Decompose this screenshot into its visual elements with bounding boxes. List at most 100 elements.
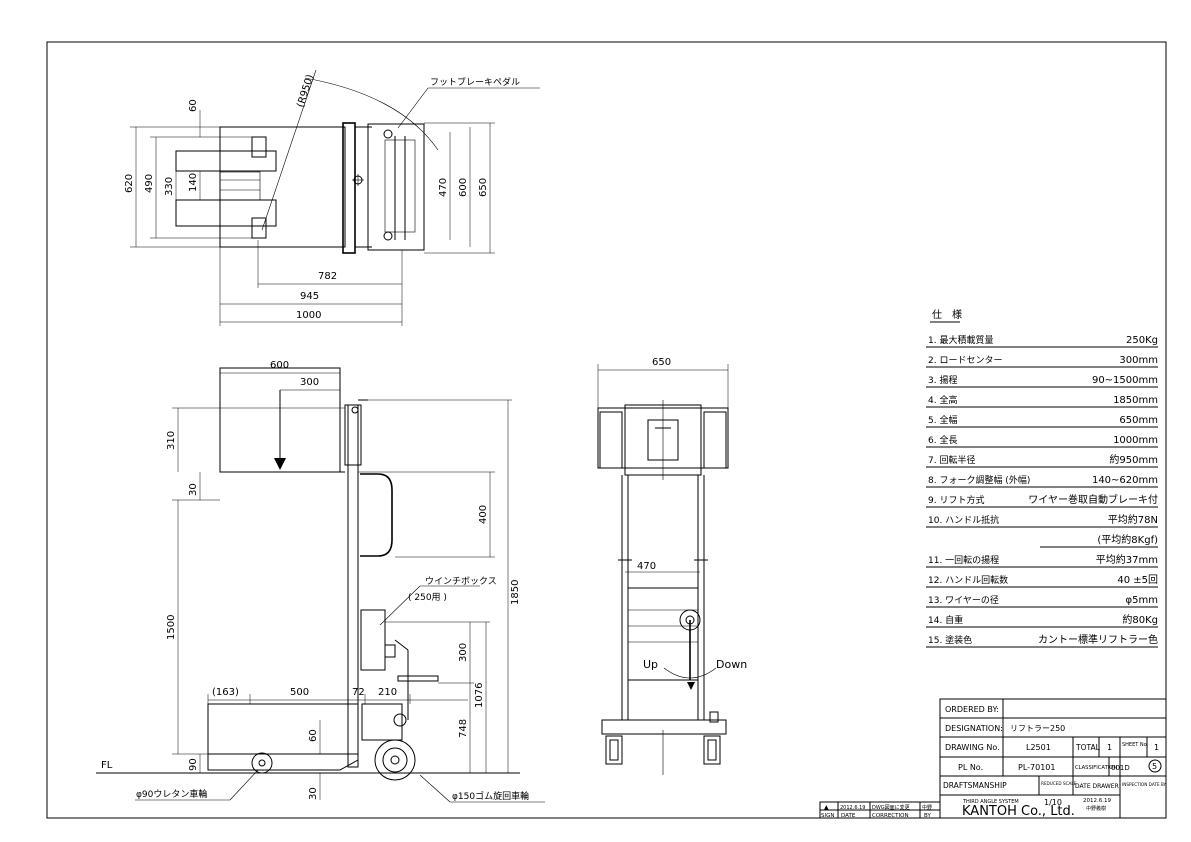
side-dim-748: 748 xyxy=(458,719,469,738)
top-dim-490: 490 xyxy=(144,174,155,193)
top-pedal-callout: フットブレーキペダル xyxy=(430,76,520,88)
tb-designation-value: リフトラー250 xyxy=(1010,724,1065,733)
top-dim-782: 782 xyxy=(318,271,337,282)
side-winch-sub: ( 250用 ) xyxy=(408,592,447,603)
spec-row-value: カントー標準リフトラー色 xyxy=(1038,633,1158,646)
rev-head-sign: SIGN xyxy=(821,813,835,819)
tb-reduced-scale-label: REDUCED SCALE xyxy=(1041,781,1077,786)
front-down-label: Down xyxy=(716,658,747,671)
rev-by: 中野 xyxy=(922,804,932,811)
tb-classification-mark: 5 xyxy=(1152,762,1157,771)
top-turn-radius-arc xyxy=(304,77,439,151)
spec-row-value: (平均約8Kgf) xyxy=(1097,533,1158,546)
top-wheel-left-b xyxy=(251,217,267,239)
tb-designation-label: DESIGNATION: xyxy=(945,724,1003,733)
side-handle xyxy=(360,473,393,557)
top-dim-620: 620 xyxy=(124,174,135,193)
tb-drawing-no-label: DRAWING No. xyxy=(945,743,1000,752)
spec-row-value: 1850mm xyxy=(1113,395,1158,406)
top-dim-140: 140 xyxy=(188,173,199,192)
tb-scale-value: 1/10 xyxy=(1044,798,1062,807)
tb-pl-no-value: PL-70101 xyxy=(1018,763,1055,772)
spec-row-value: 約950mm xyxy=(1109,453,1158,466)
side-rear-wheel-label: φ150ゴム旋回車輪 xyxy=(452,790,529,802)
side-dim-60: 60 xyxy=(308,729,319,742)
spec-row-label: 2. ロードセンター xyxy=(928,355,1002,366)
front-dim-470: 470 xyxy=(637,561,656,572)
side-dim-300b: 300 xyxy=(458,643,469,662)
spec-row-label: 7. 回転半径 xyxy=(928,454,975,466)
front-wheel-right xyxy=(703,735,721,765)
front-wheel-left xyxy=(605,735,623,765)
top-dim-60: 60 xyxy=(188,99,199,112)
tb-date-value: 2012.6.19 xyxy=(1083,798,1111,804)
side-dim-30: 30 xyxy=(188,483,199,496)
spec-row-label: 13. ワイヤーの径 xyxy=(928,594,999,606)
top-dim-330: 330 xyxy=(164,177,175,196)
side-dim-90: 90 xyxy=(188,758,199,771)
spec-row-label: 6. 全長 xyxy=(928,434,957,446)
spec-row-label: 9. リフト方式 xyxy=(928,494,984,506)
side-fl-label: FL xyxy=(101,760,113,771)
title-block: ORDERED BY: DESIGNATION: リフトラー250 DRAWIN… xyxy=(939,698,1167,819)
top-mast-plate xyxy=(342,122,356,254)
side-rear-wheel xyxy=(374,739,416,781)
tb-draftsmanship-label: DRAFTSMANSHIP xyxy=(943,781,1007,790)
side-winch-label: ウインチボックス xyxy=(425,576,497,587)
spec-row-value: φ5mm xyxy=(1126,595,1158,606)
top-dim-600: 600 xyxy=(458,178,469,197)
side-view: ウインチボックス ( 250用 ) FL 600 300 310 30 1500… xyxy=(96,360,545,803)
spec-row-label: 8. フォーク調整幅 (外幅) xyxy=(928,474,1030,486)
front-base xyxy=(601,719,727,735)
tb-ordered-by: ORDERED BY: xyxy=(945,705,999,714)
tb-classification-mark-circle xyxy=(1148,759,1162,773)
spec-row-value: 平均約37mm xyxy=(1096,553,1158,566)
tb-sheet-value: 1 xyxy=(1154,743,1159,752)
top-view: (R950) フットブレーキペダル 620 490 330 140 60 470… xyxy=(124,69,540,326)
top-fork-inner-a xyxy=(175,150,277,172)
side-winch-box xyxy=(360,609,386,671)
spec-row-label: 10. ハンドル抵抗 xyxy=(928,514,999,526)
spec-row-label: 5. 全幅 xyxy=(928,414,957,426)
front-winch-box xyxy=(627,587,699,681)
side-dim-600: 600 xyxy=(270,360,289,371)
spec-row-label: 12. ハンドル回転数 xyxy=(928,574,1008,586)
tb-inspection-label: INSPECTION DATE BY xyxy=(1122,782,1167,787)
side-dim-1850: 1850 xyxy=(510,580,521,605)
tb-sheet-label: SHEET No. xyxy=(1122,742,1149,748)
top-fork-outer xyxy=(219,126,346,248)
tb-classification-label: CLASSIFICATION xyxy=(1075,765,1117,771)
rev-head-date: DATE xyxy=(841,813,856,819)
rev-correction: DWG図面に変更 xyxy=(872,804,910,811)
spec-row-value: 90~1500mm xyxy=(1092,375,1158,386)
top-dim-650: 650 xyxy=(478,178,489,197)
tb-total-label: TOTAL xyxy=(1075,743,1101,752)
spec-row-value: 650mm xyxy=(1119,415,1158,426)
side-dim-1076: 1076 xyxy=(474,683,485,708)
tb-pl-no-label: PL No. xyxy=(958,763,983,772)
spec-row-label: 11. 一回転の揚程 xyxy=(928,554,999,566)
spec-row-value: 1000mm xyxy=(1113,435,1158,446)
side-dim-163: (163) xyxy=(212,687,239,698)
side-front-wheel-label: φ90ウレタン車輪 xyxy=(136,788,207,800)
side-dim-72: 72 xyxy=(352,687,365,698)
side-mast xyxy=(347,404,359,768)
spec-row-value: 約80Kg xyxy=(1122,613,1158,626)
spec-row-value: 300mm xyxy=(1119,355,1158,366)
top-dim-945: 945 xyxy=(300,291,319,302)
side-dim-1500: 1500 xyxy=(166,615,177,640)
tb-drawer-value: 中野義樹 xyxy=(1086,805,1106,812)
side-dim-30b: 30 xyxy=(308,787,319,800)
side-dim-400: 400 xyxy=(478,505,489,524)
tb-third-angle-label: THIRD ANGLE SYSTEM xyxy=(962,799,1019,805)
front-up-label: Up xyxy=(643,658,658,671)
spec-row-value: ワイヤー巻取自動ブレーキ付 xyxy=(1028,493,1158,506)
spec-row-value: 250Kg xyxy=(1126,335,1158,346)
rev-date: 2012.6.19 xyxy=(840,805,865,811)
sheet-border xyxy=(46,41,1167,819)
front-view: 650 470 Up Down xyxy=(597,357,747,775)
spec-row-label: 4. 全高 xyxy=(928,394,957,406)
spec-row-label: 1. 最大積載質量 xyxy=(928,334,993,346)
